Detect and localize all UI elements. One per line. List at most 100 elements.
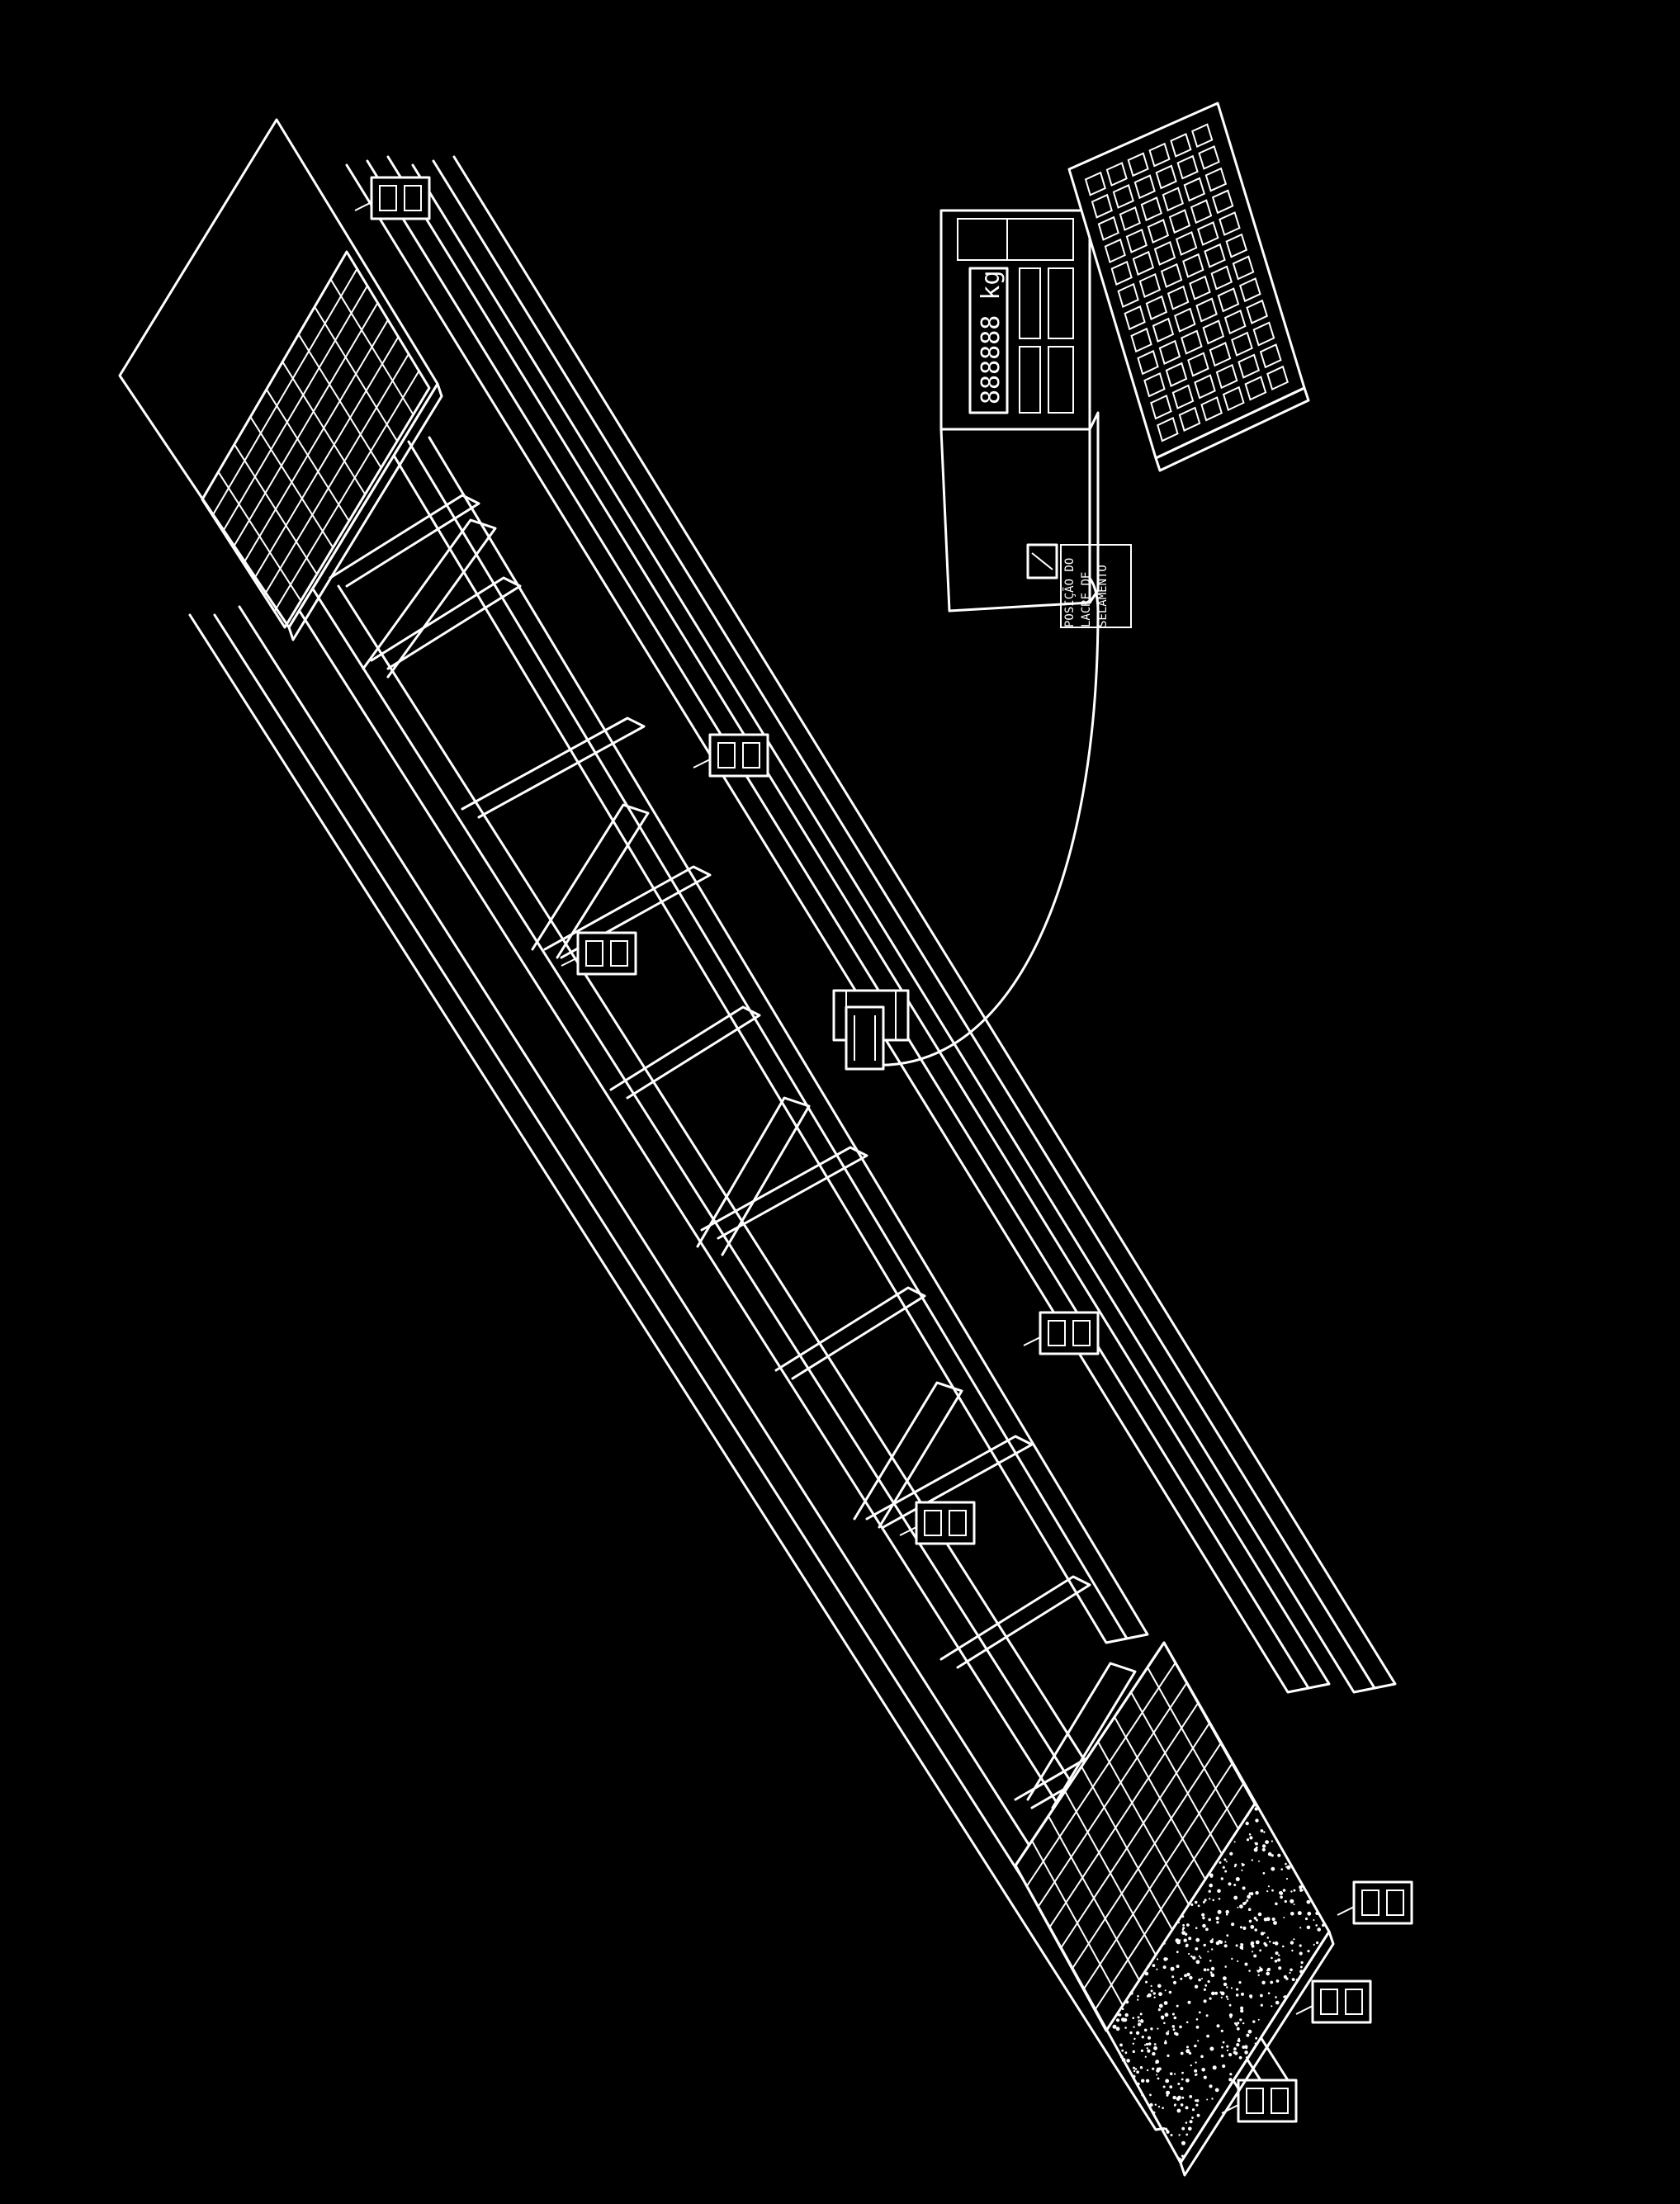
signal-cable: [869, 570, 1100, 1067]
texture-dot: [1121, 2008, 1124, 2011]
texture-dot: [1194, 2044, 1197, 2048]
texture-dot: [1171, 2025, 1176, 2028]
texture-dot: [1185, 2049, 1190, 2054]
texture-dot: [1134, 2068, 1138, 2070]
texture-dot: [1209, 1883, 1213, 1888]
key: [1246, 299, 1268, 324]
texture-dot: [1236, 2027, 1240, 2031]
texture-dot: [1228, 1882, 1232, 1886]
texture-dot: [1261, 1980, 1266, 1984]
texture-dot: [1115, 2018, 1120, 2022]
texture-dot: [1208, 1889, 1211, 1893]
texture-dot: [1229, 1852, 1233, 1856]
texture-dot: [1169, 2072, 1173, 2075]
load-cell-mount: [693, 733, 769, 778]
key: [1143, 371, 1166, 398]
texture-dot: [1225, 1909, 1229, 1914]
texture-dot: [1273, 1921, 1277, 1925]
texture-dot: [1157, 2067, 1162, 2071]
texture-dot: [1129, 1991, 1133, 1995]
brace: [853, 1381, 963, 1529]
texture-dot: [1195, 2061, 1197, 2064]
grid-line: [1048, 1702, 1200, 1928]
texture-dot: [1272, 1942, 1275, 1944]
key: [1148, 142, 1171, 168]
texture-dot: [1263, 1932, 1266, 1934]
texture-dot: [1317, 1927, 1321, 1932]
texture-dot: [1297, 1911, 1302, 1916]
texture-dot: [1195, 1937, 1200, 1942]
grid-line: [273, 370, 420, 612]
cross-member: [329, 494, 480, 588]
texture-dot: [1181, 1928, 1185, 1931]
right-platform: [1014, 1641, 1335, 2177]
texture-dot: [1177, 2083, 1181, 2085]
texture-dot: [1115, 2027, 1120, 2031]
keyboard: [1067, 102, 1310, 472]
texture-dot: [1219, 1940, 1223, 1944]
texture-dot: [1299, 1927, 1302, 1929]
texture-dot: [1306, 1925, 1311, 1930]
texture-dot: [1164, 2127, 1167, 2131]
texture-dot: [1194, 2069, 1198, 2073]
texture-dot: [1153, 2043, 1157, 2046]
texture-dot: [1253, 1954, 1257, 1958]
texture-dot: [1245, 2046, 1248, 2050]
texture-dot: [1195, 2018, 1199, 2021]
grid-line: [1060, 1722, 1210, 1949]
texture-dot: [1239, 2018, 1242, 2022]
texture-dot: [1188, 2126, 1192, 2131]
texture-dot: [1129, 2031, 1133, 2035]
key: [1238, 277, 1261, 303]
texture-dot: [1163, 2022, 1166, 2025]
key: [1222, 385, 1245, 411]
texture-dot: [1205, 2014, 1209, 2017]
texture-dot: [1295, 1979, 1299, 1981]
texture-dot: [1285, 1877, 1289, 1880]
texture-dot: [1283, 1917, 1285, 1918]
texture-dot: [1132, 2042, 1135, 2045]
key: [1244, 376, 1267, 401]
key: [1168, 209, 1191, 234]
texture-dot: [1322, 1923, 1325, 1927]
platform-deck-edge: [1179, 1930, 1335, 2177]
texture-dot: [1227, 1998, 1229, 2000]
key: [1210, 265, 1233, 291]
key: [1119, 206, 1141, 231]
load-cell-mount: [1221, 2079, 1298, 2123]
texture-dot: [1279, 1891, 1284, 1895]
texture-dot: [1228, 2013, 1233, 2017]
texture-dot: [1283, 1995, 1287, 1998]
cross-member: [543, 865, 712, 959]
texture-dot: [1141, 2093, 1144, 2097]
texture-dot: [1293, 1904, 1295, 1905]
texture-dot: [1285, 1862, 1287, 1866]
texture-dot: [1209, 2084, 1213, 2088]
texture-dot: [1236, 2043, 1240, 2047]
texture-dot: [1191, 2108, 1195, 2112]
texture-dot: [1221, 2046, 1223, 2049]
texture-dot: [1235, 1877, 1240, 1881]
texture-dot: [1146, 2047, 1149, 2050]
texture-dot: [1205, 1927, 1209, 1932]
texture-dot: [1153, 1996, 1156, 1998]
texture-dot: [1147, 1965, 1150, 1968]
cross-members: [329, 494, 1190, 1809]
texture-dot: [1189, 2052, 1192, 2055]
texture-dot: [1260, 2003, 1263, 2007]
load-cell-mount: [354, 176, 431, 220]
texture-dot: [1174, 2103, 1176, 2107]
seal-callout-line-2: LACRE DE: [1080, 572, 1093, 627]
texture-dot: [1153, 2046, 1157, 2050]
texture-dot: [1172, 2095, 1176, 2100]
texture-dot: [1146, 2069, 1149, 2072]
texture-dot: [1141, 2036, 1145, 2039]
texture-dot: [1299, 1889, 1303, 1892]
texture-dot: [1190, 2064, 1193, 2067]
texture-dot: [1181, 2126, 1185, 2131]
texture-dot: [1152, 2067, 1155, 2070]
texture-dot: [1225, 1995, 1228, 1998]
texture-dot: [1149, 2102, 1153, 2107]
texture-dot: [1152, 1992, 1157, 1995]
texture-dot: [1121, 2049, 1124, 2052]
